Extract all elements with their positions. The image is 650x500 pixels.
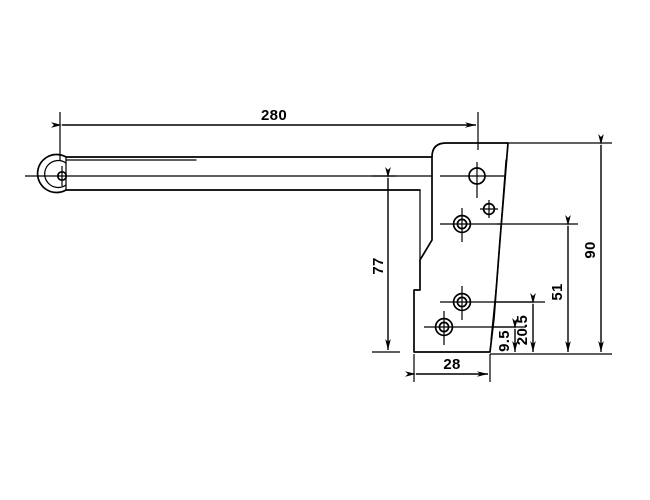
dim-label-77: 77 [370,257,387,274]
plate-step-edge [419,189,433,263]
tube-end-cap [25,153,505,194]
end-cap-inner-arc [44,159,67,189]
dimension-height-51: 51 [497,215,578,352]
dimension-height-9-5: 9.5 [492,318,526,352]
hole-counterbore-1 [440,208,500,242]
dim-label-51: 51 [549,283,566,300]
mounting-plate [413,142,509,353]
dimension-height-77: 77 [370,167,400,353]
dim-label-95: 9.5 [496,330,513,352]
hole-upper-plain [440,162,505,198]
dim-label-280: 280 [261,107,287,124]
mounting-plate-outline [413,142,509,353]
tube-body [61,156,433,191]
plate-taper-inner-line [490,159,507,341]
end-cap-outer-arc [36,153,67,194]
dim-label-205: 20.5 [514,315,531,345]
dim-label-90: 90 [582,241,599,258]
dimension-length-280: 280 [51,107,479,160]
dim-label-28: 28 [443,356,460,373]
hole-small-plain [480,200,498,218]
plate-holes [424,162,533,345]
dimension-height-20-5: 20.5 [494,293,545,352]
dimension-width-28: 28 [405,354,491,382]
dimension-height-90: 90 [490,134,612,355]
hole-counterbore-3 [424,311,515,345]
